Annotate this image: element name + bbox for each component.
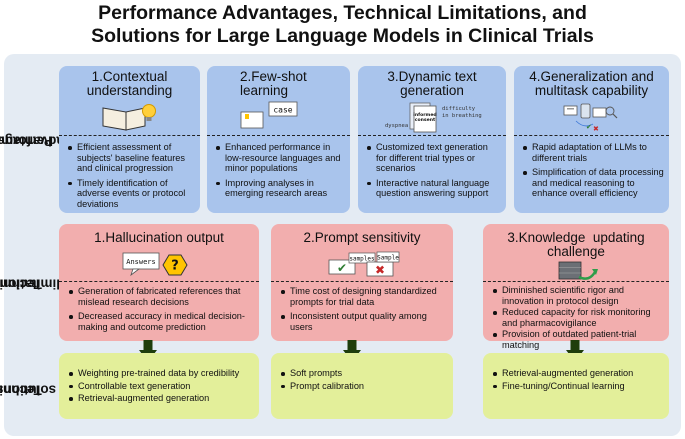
sample-label: Sample [377, 255, 399, 262]
solution-bullets: Retrieval-augmented generation Fine-tuni… [493, 368, 665, 395]
row-label-limitations: Technicallimitations [0, 228, 60, 340]
limitation-box-hallucination-output: 1.Hallucination output Answers ? Generat… [59, 224, 259, 341]
limitation-bullets: Time cost of designing standardized prom… [281, 286, 449, 336]
open-book-lightbulb-icon [102, 104, 156, 131]
advantage-bullets: Efficient assessment of subjects' baseli… [68, 142, 196, 214]
figure-title: Performance Advantages, Technical Limita… [0, 2, 685, 48]
advantage-title-line: 4.Generalization and [529, 69, 654, 84]
bullet-item: Generation of fabricated references that… [69, 286, 255, 307]
advantage-box-contextual-understanding: 1.Contextual understanding Efficient ass… [59, 66, 200, 213]
svg-text:✖: ✖ [375, 263, 385, 277]
limitation-bullets: Diminished scientific rigor and innovati… [493, 285, 665, 355]
bullet-item: Time cost of designing standardized prom… [281, 286, 449, 307]
solution-box-prompt-sensitivity: Soft prompts Prompt calibration [271, 353, 453, 419]
bullet-item: Retrieval-augmented generation [493, 368, 665, 379]
bullet-item: Weighting pre-trained data by credibilit… [69, 368, 255, 379]
bullet-item: Soft prompts [281, 368, 449, 379]
consent-label: consent [415, 117, 436, 123]
answers-question-icon: Answers ? [122, 252, 188, 277]
stacked-documents-icon: informed consent dyspnea difficulty in b… [385, 102, 482, 133]
bullet-item: Retrieval-augmented generation [69, 393, 255, 404]
limitation-title-line: challenge [547, 244, 605, 259]
advantage-title: 1.Contextual understanding [59, 70, 200, 98]
case-notes-icon: case [240, 101, 298, 129]
bullet-item: Customized text generation for different… [367, 142, 501, 174]
bullet-item: Diminished scientific rigor and innovati… [493, 285, 665, 306]
row-label-advantages: Performanceadvantages [0, 68, 64, 213]
advantage-bullets: Enhanced performance in low-resource lan… [216, 142, 346, 203]
advantage-box-dynamic-text-generation: 3.Dynamic text generation informed conse… [358, 66, 506, 213]
advantage-title-line: 3.Dynamic text [387, 69, 477, 84]
row-label-solutions-line-2: solutions [0, 382, 57, 398]
answers-label: Answers [126, 258, 156, 266]
divider [358, 135, 506, 136]
advantage-title: 2.Few-shot learning [207, 70, 350, 98]
advantage-title-line: multitask capability [534, 83, 649, 98]
svg-text:✖: ✖ [593, 125, 599, 132]
limitation-title-line: 1.Hallucination output [94, 230, 224, 245]
divider [514, 135, 669, 136]
advantage-box-few-shot-learning: 2.Few-shot learning case Enhanced perfor… [207, 66, 350, 213]
figure-title-line-2: Solutions for Large Language Models in C… [91, 25, 594, 47]
advantage-box-generalization-multitask: 4.Generalization and multitask capabilit… [514, 66, 669, 213]
row-label-advantages-line-2: advantages [0, 133, 64, 148]
row-label-limitations-line-2: limitations [0, 276, 61, 292]
limitation-title: 2.Prompt sensitivity [271, 231, 453, 245]
advantage-title-line: learning [240, 83, 289, 98]
bullet-item: Fine-tuning/Continual learning [493, 381, 665, 392]
row-label-solutions: Technicalsolutions [0, 352, 57, 428]
samples-label: samples [349, 256, 375, 263]
server-refresh-icon [558, 261, 598, 280]
bullet-item: Inconsistent output quality among users [281, 311, 449, 332]
divider [59, 281, 259, 282]
figure-title-line-1: Performance Advantages, Technical Limita… [98, 2, 587, 24]
limitation-bullets: Generation of fabricated references that… [69, 286, 255, 336]
bullet-item: Simplification of data processing and me… [523, 167, 665, 199]
advantage-title-line: 1.Contextual [91, 69, 168, 84]
question-mark: ? [171, 259, 179, 274]
informed-label: informed [413, 112, 436, 118]
divider [59, 135, 200, 136]
advantage-bullets: Customized text generation for different… [367, 142, 501, 203]
divider [483, 281, 669, 282]
solution-box-hallucination: Weighting pre-trained data by credibilit… [59, 353, 259, 419]
advantage-title-line: generation [400, 83, 464, 98]
bullet-item: Reduced capacity for risk monitoring and… [493, 307, 665, 328]
svg-text:✔: ✔ [337, 261, 347, 275]
bullet-item: Decreased accuracy in medical decision-m… [69, 311, 255, 332]
advantage-title: 3.Dynamic text generation [358, 70, 506, 98]
advantage-title: 4.Generalization and multitask capabilit… [514, 70, 669, 98]
limitation-title-line: 2.Prompt sensitivity [303, 230, 421, 245]
bullet-item: Enhanced performance in low-resource lan… [216, 142, 346, 174]
advantage-title-line: 2.Few-shot [240, 69, 307, 84]
bullet-item: Efficient assessment of subjects' baseli… [68, 142, 196, 174]
solution-bullets: Soft prompts Prompt calibration [281, 368, 449, 395]
limitation-title-line: 3.Knowledge updating [507, 230, 645, 245]
limitation-title: 3.Knowledge updating challenge [483, 231, 669, 259]
solution-box-knowledge-updating: Retrieval-augmented generation Fine-tuni… [483, 353, 669, 419]
solution-bullets: Weighting pre-trained data by credibilit… [69, 368, 255, 408]
bullet-item: Prompt calibration [281, 381, 449, 392]
bullet-item: Improving analyses in emerging research … [216, 178, 346, 199]
advantage-bullets: Rapid adaptation of LLMs to different tr… [523, 142, 665, 203]
case-label: case [273, 106, 292, 115]
bullet-item: Rapid adaptation of LLMs to different tr… [523, 142, 665, 163]
svg-text:✔: ✔ [586, 123, 592, 131]
multitask-devices-icon: ✔ ✖ [563, 103, 618, 132]
advantage-title-line: understanding [86, 83, 173, 98]
check-cross-samples-icon: ✔ samples ✖ Sample [328, 251, 400, 277]
bullet-item: Provision of outdated patient-trial matc… [493, 329, 665, 350]
bullet-item: Timely identification of adverse events … [68, 178, 196, 210]
in-breathing-label: in breathing [442, 113, 482, 119]
difficulty-label: difficulty [442, 106, 476, 112]
bullet-item: Controllable text generation [69, 381, 255, 392]
divider [207, 135, 350, 136]
dyspnea-label: dyspnea [385, 123, 408, 129]
limitation-box-prompt-sensitivity: 2.Prompt sensitivity ✔ samples ✖ Sample … [271, 224, 453, 341]
divider [271, 281, 453, 282]
bullet-item: Interactive natural language question an… [367, 178, 501, 199]
limitation-box-knowledge-updating: 3.Knowledge updating challenge Diminishe… [483, 224, 669, 350]
limitation-title: 1.Hallucination output [59, 231, 259, 245]
